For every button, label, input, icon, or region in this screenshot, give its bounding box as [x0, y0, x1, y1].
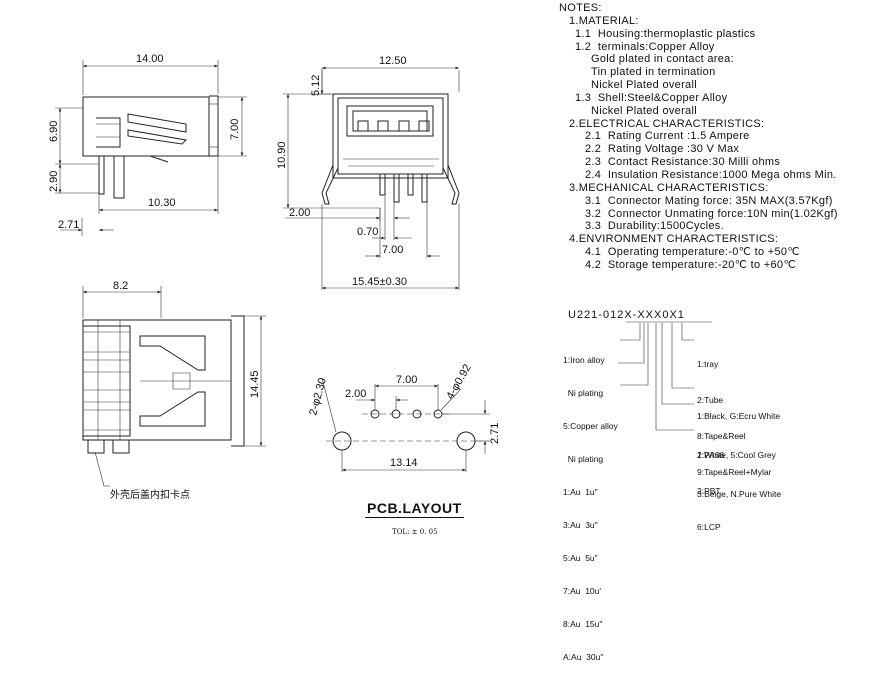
- front-pitch-c-dim: 7.00: [382, 244, 403, 256]
- option-item: A:Au 30u": [563, 652, 604, 662]
- option-item: 5:Au 5u": [563, 553, 598, 563]
- pcb-layout-drawing: 7.00 2.00 13.14 2.71 2-φ2.30 4-φ0.92: [307, 362, 501, 472]
- left-options: 1:Iron alloy Ni plating 5:Copper alloy N…: [563, 333, 618, 674]
- option-item: 3:Au 3u": [563, 520, 598, 530]
- option-item: 1:Au 1u": [563, 487, 598, 497]
- note-line: 3.1 Connector Mating force: 35N MAX(3.57…: [585, 194, 833, 207]
- notes-header: NOTES:: [559, 2, 602, 14]
- part-number-leaders: [618, 321, 712, 431]
- latch-annotation: 外壳后盖内扣卡点: [110, 490, 190, 501]
- option-item: 6:LCP: [697, 522, 721, 532]
- front-overall-dim: 15.45±0.30: [352, 276, 407, 288]
- note-line: 4.ENVIRONMENT CHARACTERISTICS:: [569, 233, 779, 246]
- pcb-offset-dim: 2.71: [489, 423, 501, 444]
- note-line: 3.MECHANICAL CHARACTERISTICS:: [569, 181, 769, 194]
- front-pitch-b-dim: 0.70: [357, 226, 378, 238]
- note-line: Tin plated in termination: [591, 66, 716, 79]
- note-line: 1.3 Shell:Steel&Copper Alloy: [575, 91, 728, 104]
- note-line: 3.2 Connector Unmating force:10N min(1.0…: [585, 207, 838, 220]
- note-line: Nickel Plated overall: [591, 104, 697, 117]
- top-length-dim: 14.45: [249, 370, 261, 398]
- pcb-small-hole-label: 4-φ0.92: [444, 362, 474, 401]
- side-lower-dim: 2.90: [48, 171, 60, 192]
- note-line: 2.3 Contact Resistance:30 Milli ohms: [585, 156, 781, 169]
- front-view: 12.50 5.12 10.90 2.00 0.70 7.00 15.45±0.…: [276, 55, 460, 290]
- notes-block: NOTES: 1.MATERIAL: 1.1 Housing:thermopla…: [559, 2, 889, 272]
- packaging-options: 1:tray 2:Tube 8:Tape&Reel 9:Tape&Reel+My…: [697, 334, 771, 490]
- note-line: 4.1 Operating temperature:-0℃ to +50℃: [585, 246, 800, 259]
- front-height-dim: 10.90: [276, 141, 288, 169]
- option-item: 2:White, 5:Cool Grey: [697, 450, 776, 460]
- note-line: 1.2 terminals:Copper Alloy: [575, 40, 715, 53]
- note-line: 3.3 Durability:1500Cycles.: [585, 220, 724, 233]
- option-item: 1:Black, G:Ecru White: [697, 411, 781, 421]
- note-line: Nickel Plated overall: [591, 79, 697, 92]
- option-item: 8:Tape&Reel: [697, 431, 746, 441]
- option-item: 7:Au 10u': [563, 586, 602, 596]
- option-item: 2:Tube: [697, 395, 724, 405]
- note-line: 2.ELECTRICAL CHARACTERISTICS:: [569, 117, 765, 130]
- note-line: 1.MATERIAL:: [569, 14, 639, 27]
- option-item: Ni plating: [563, 454, 604, 464]
- note-line: 2.1 Rating Current :1.5 Ampere: [585, 130, 750, 143]
- side-length-dim: 14.00: [136, 53, 164, 65]
- option-item: 1:tray: [697, 359, 719, 369]
- pcb-large-hole-label: 2-φ2.30: [307, 377, 329, 417]
- note-line: 2.2 Rating Voltage :30 V Max: [585, 143, 740, 156]
- technical-drawing: 14.00 7.00 6.90 2.90 10.30 2.71: [48, 53, 712, 487]
- color-options: 1:Black, G:Ecru White 2:White, 5:Cool Gr…: [697, 384, 781, 514]
- option-item: 3:Beige, N.Pure White: [697, 489, 782, 499]
- option-item: 1:PA66: [697, 450, 725, 460]
- option-item: 9:Tape&Reel+Mylar: [697, 467, 772, 477]
- option-item: 1:Iron alloy: [563, 355, 605, 365]
- note-line: Gold plated in contact area:: [591, 53, 734, 66]
- pcb-overall-dim: 13.14: [390, 457, 418, 469]
- pcb-layout-title: PCB.LAYOUT: [365, 500, 464, 518]
- note-line: 4.2 Storage temperature:-20℃ to +60℃: [585, 258, 797, 271]
- side-offset-dim: 2.71: [58, 219, 79, 231]
- front-top-dim: 5.12: [310, 75, 322, 96]
- option-item: 5:Copper alloy: [563, 421, 618, 431]
- pcb-tolerance: TOL: ± 0. 05: [392, 528, 438, 536]
- top-view: 8.2 14.45: [82, 280, 266, 487]
- part-number-code: U221-012X-XXX0X1: [568, 309, 685, 321]
- option-item: 2:PBT: [697, 486, 721, 496]
- note-line: 1.1 Housing:thermoplastic plastics: [575, 27, 756, 40]
- pcb-pitch-dim: 2.00: [345, 388, 366, 400]
- side-view: 14.00 7.00 6.90 2.90 10.30 2.71: [48, 53, 247, 236]
- option-item: Ni plating: [563, 388, 604, 398]
- option-item: 8:Au 15u": [563, 619, 603, 629]
- note-line: 2.4 Insulation Resistance:1000 Mega ohms…: [585, 168, 837, 181]
- top-width-dim: 8.2: [113, 280, 128, 292]
- side-height-dim: 7.00: [229, 119, 241, 140]
- material-options: 1:PA66 2:PBT 6:LCP: [697, 425, 724, 545]
- front-pitch-a-dim: 2.00: [289, 207, 310, 219]
- pcb-span-dim: 7.00: [396, 374, 417, 386]
- side-bottom-dim: 10.30: [148, 197, 176, 209]
- front-width-dim: 12.50: [379, 55, 407, 67]
- side-upper-dim: 6.90: [48, 121, 60, 142]
